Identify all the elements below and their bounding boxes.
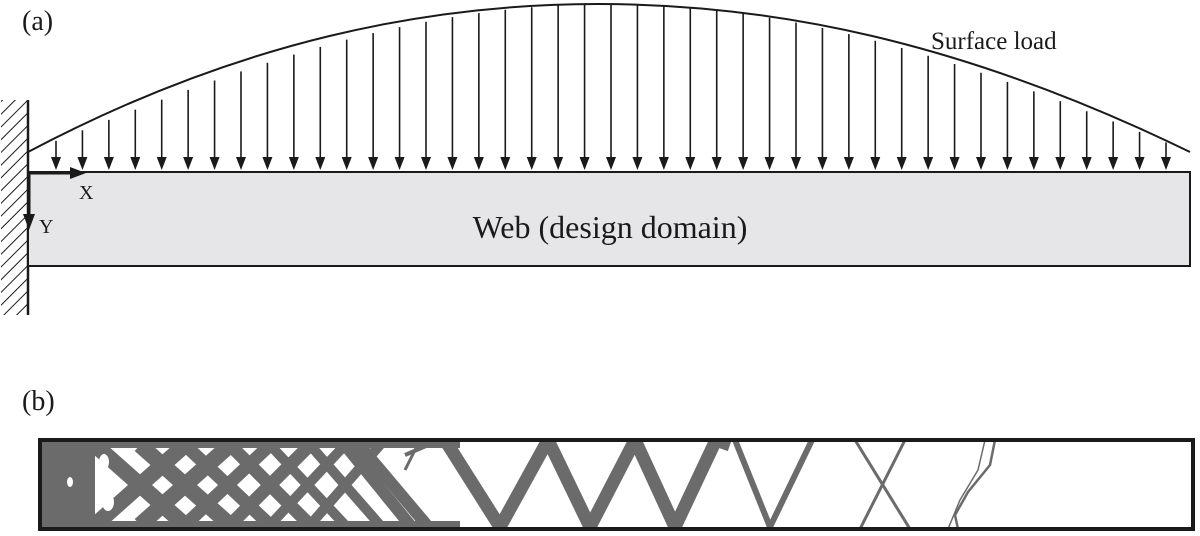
load-arrow-head [791,157,801,170]
load-arrow-head [949,157,960,170]
load-arrow-head [526,157,537,170]
load-arrow-head [896,157,907,170]
load-arrow-head [738,157,749,170]
load-arrow-head [421,157,431,170]
load-arrow-head [764,157,775,170]
surface-load-label: Surface load [931,28,1057,55]
load-arrow-head [817,157,828,170]
design-domain-label: Web (design domain) [473,209,748,245]
optimized-topology-result [38,438,1195,531]
load-arrow-head [500,157,511,170]
load-arrow-head [553,157,564,170]
load-arrow-head [288,157,299,170]
design-domain-web [27,171,1191,267]
load-arrow-head [209,157,220,170]
panel-a-label: (a) [22,6,53,37]
load-arrow-head [447,157,458,170]
axis-y-label: Y [39,216,53,238]
coordinate-axes [23,167,86,230]
load-arrow-head [658,157,669,170]
load-arrow-head [473,157,484,170]
load-arrow-head [51,157,61,170]
load-arrow-head [1002,157,1013,170]
load-envelope-curve [27,2,1191,153]
load-arrow-head [1081,157,1092,170]
load-arrow-head [606,157,616,170]
load-arrow-head [843,157,854,170]
load-arrow-head [368,157,379,170]
fixed-wall-support [1,100,30,315]
load-arrow-head [130,157,141,170]
load-arrows [51,4,1171,170]
load-arrow-head [685,157,696,170]
load-arrow-head [1134,157,1145,170]
load-arrow-head [1028,157,1039,170]
load-arrow-head [236,157,246,170]
load-arrow-head [183,157,194,170]
load-arrow-head [976,157,986,170]
axis-x-label: X [79,182,94,204]
load-arrow-head [711,157,722,170]
load-arrow-head [1161,157,1171,170]
load-arrow-head [1055,157,1066,170]
load-arrow-head [394,157,405,170]
load-arrow-head [923,157,934,170]
panel-b-label: (b) [22,386,55,417]
load-arrow-head [262,157,273,170]
load-arrow-head [341,157,352,170]
load-arrow-head [156,157,167,170]
load-arrow-head [870,157,881,170]
load-arrow-head [315,157,326,170]
load-arrow-head [1108,157,1119,170]
load-arrow-head [103,157,114,170]
load-arrow-head [632,157,643,170]
load-arrow-head [579,157,590,170]
load-arrow-head [77,157,88,170]
